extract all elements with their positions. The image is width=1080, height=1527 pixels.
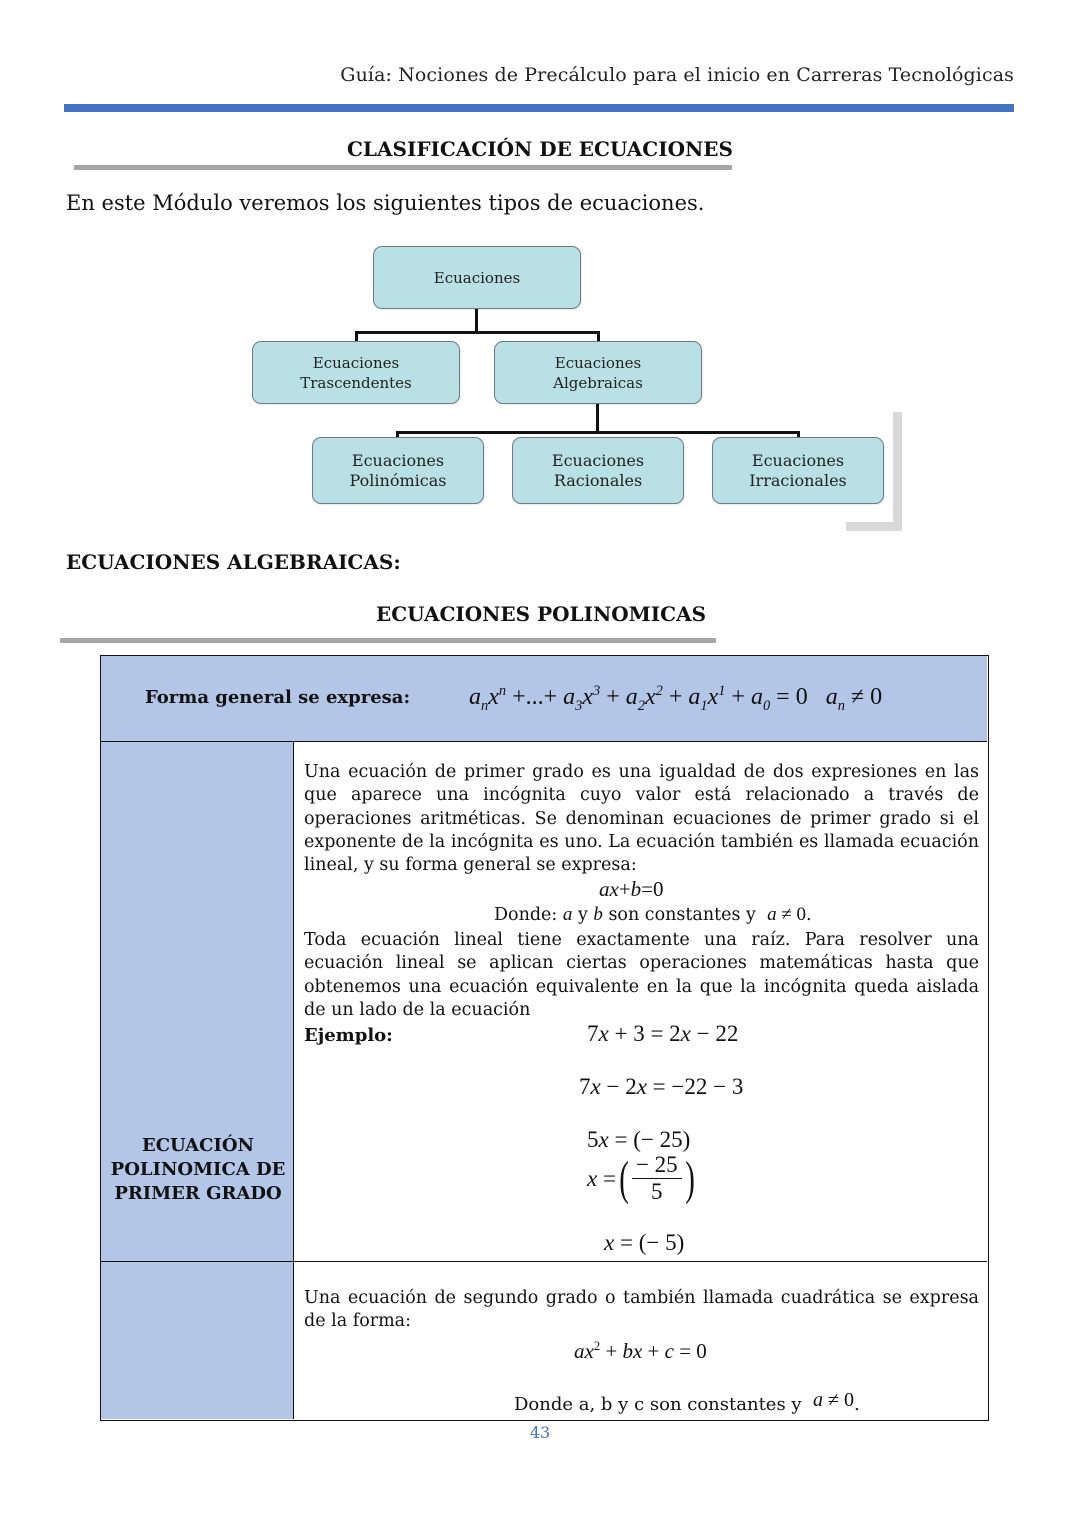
example-step-5: x = (− 5) [604,1230,685,1255]
page-number: 43 [529,1423,551,1442]
second-degree-label-cell [101,1262,294,1419]
general-form-label: Forma general se expresa: [145,687,411,708]
connector-line [355,331,358,343]
connector-line [596,404,599,434]
connector-line [797,431,800,439]
subtitle-underline [60,638,716,643]
subtitle-ecuaciones-polinomicas: ECUACIONES POLINOMICAS [375,602,707,626]
node-racionales: Ecuaciones Racionales [512,437,684,504]
first-degree-label: ECUACIÓN POLINOMICA DE PRIMER GRADO [110,1135,286,1204]
node-algebraicas: Ecuaciones Algebraicas [494,341,702,404]
diagram-shadow [846,522,902,531]
connector-line [396,431,399,439]
node-trascendentes: Ecuaciones Trascendentes [252,341,460,404]
document-header-title: Guía: Nociones de Precálculo para el ini… [340,64,1014,86]
second-degree-paragraph: Una ecuación de segundo grado o también … [304,1288,979,1332]
quadratic-general-form: ax2 + bx + c = 0 [574,1339,707,1363]
node-irracionales: Ecuaciones Irracionales [712,437,884,504]
linear-general-form: ax+b=0 [599,877,664,901]
diagram-shadow [893,412,902,531]
first-degree-paragraph: Una ecuación de primer grado es una igua… [304,762,979,876]
linear-conditions: Donde: a y b son constantes y a ≠ 0. [494,904,812,925]
intro-text: En este Módulo veremos los siguientes ti… [66,191,705,215]
donde-label: Donde: [494,905,558,925]
quadratic-conditions: Donde a, b y c son constantes y a ≠ 0. [514,1389,860,1415]
example-step-1: 7x + 3 = 2x − 22 [587,1021,739,1046]
node-polinomicas: Ecuaciones Polinómicas [312,437,484,504]
section-title-clasificacion: CLASIFICACIÓN DE ECUACIONES [347,137,733,161]
heading-ecuaciones-algebraicas: ECUACIONES ALGEBRAICAS: [66,550,401,574]
header-rule [64,104,1014,112]
first-degree-content-cell: Una ecuación de primer grado es una igua… [294,742,987,1262]
connector-line [597,331,600,343]
example-step-4: x = ( − 25 5 ) [587,1152,695,1205]
linear-root-paragraph: Toda ecuación lineal tiene exactamente u… [304,930,979,1020]
example-step-2: 7x − 2x = −22 − 3 [579,1074,744,1099]
second-degree-content-cell: Una ecuación de segundo grado o también … [294,1262,987,1419]
general-form-row: Forma general se expresa: anxn +...+ a3x… [101,656,987,742]
node-ecuaciones: Ecuaciones [373,246,581,309]
general-form-formula: anxn +...+ a3x3 + a2x2 + a1x1 + a0 = 0 a… [469,683,883,714]
title-underline [74,165,732,170]
connector-line [396,431,800,434]
quadratic-donde-text: Donde a, b y c son constantes y [514,1394,802,1415]
connector-line [475,309,478,333]
first-degree-label-cell: ECUACIÓN POLINOMICA DE PRIMER GRADO [101,742,294,1262]
polynomial-equations-table: Forma general se expresa: anxn +...+ a3x… [100,655,989,1421]
connector-line [355,331,600,334]
example-step-3: 5x = (− 25) [587,1127,691,1152]
example-label: Ejemplo: [304,1025,393,1046]
